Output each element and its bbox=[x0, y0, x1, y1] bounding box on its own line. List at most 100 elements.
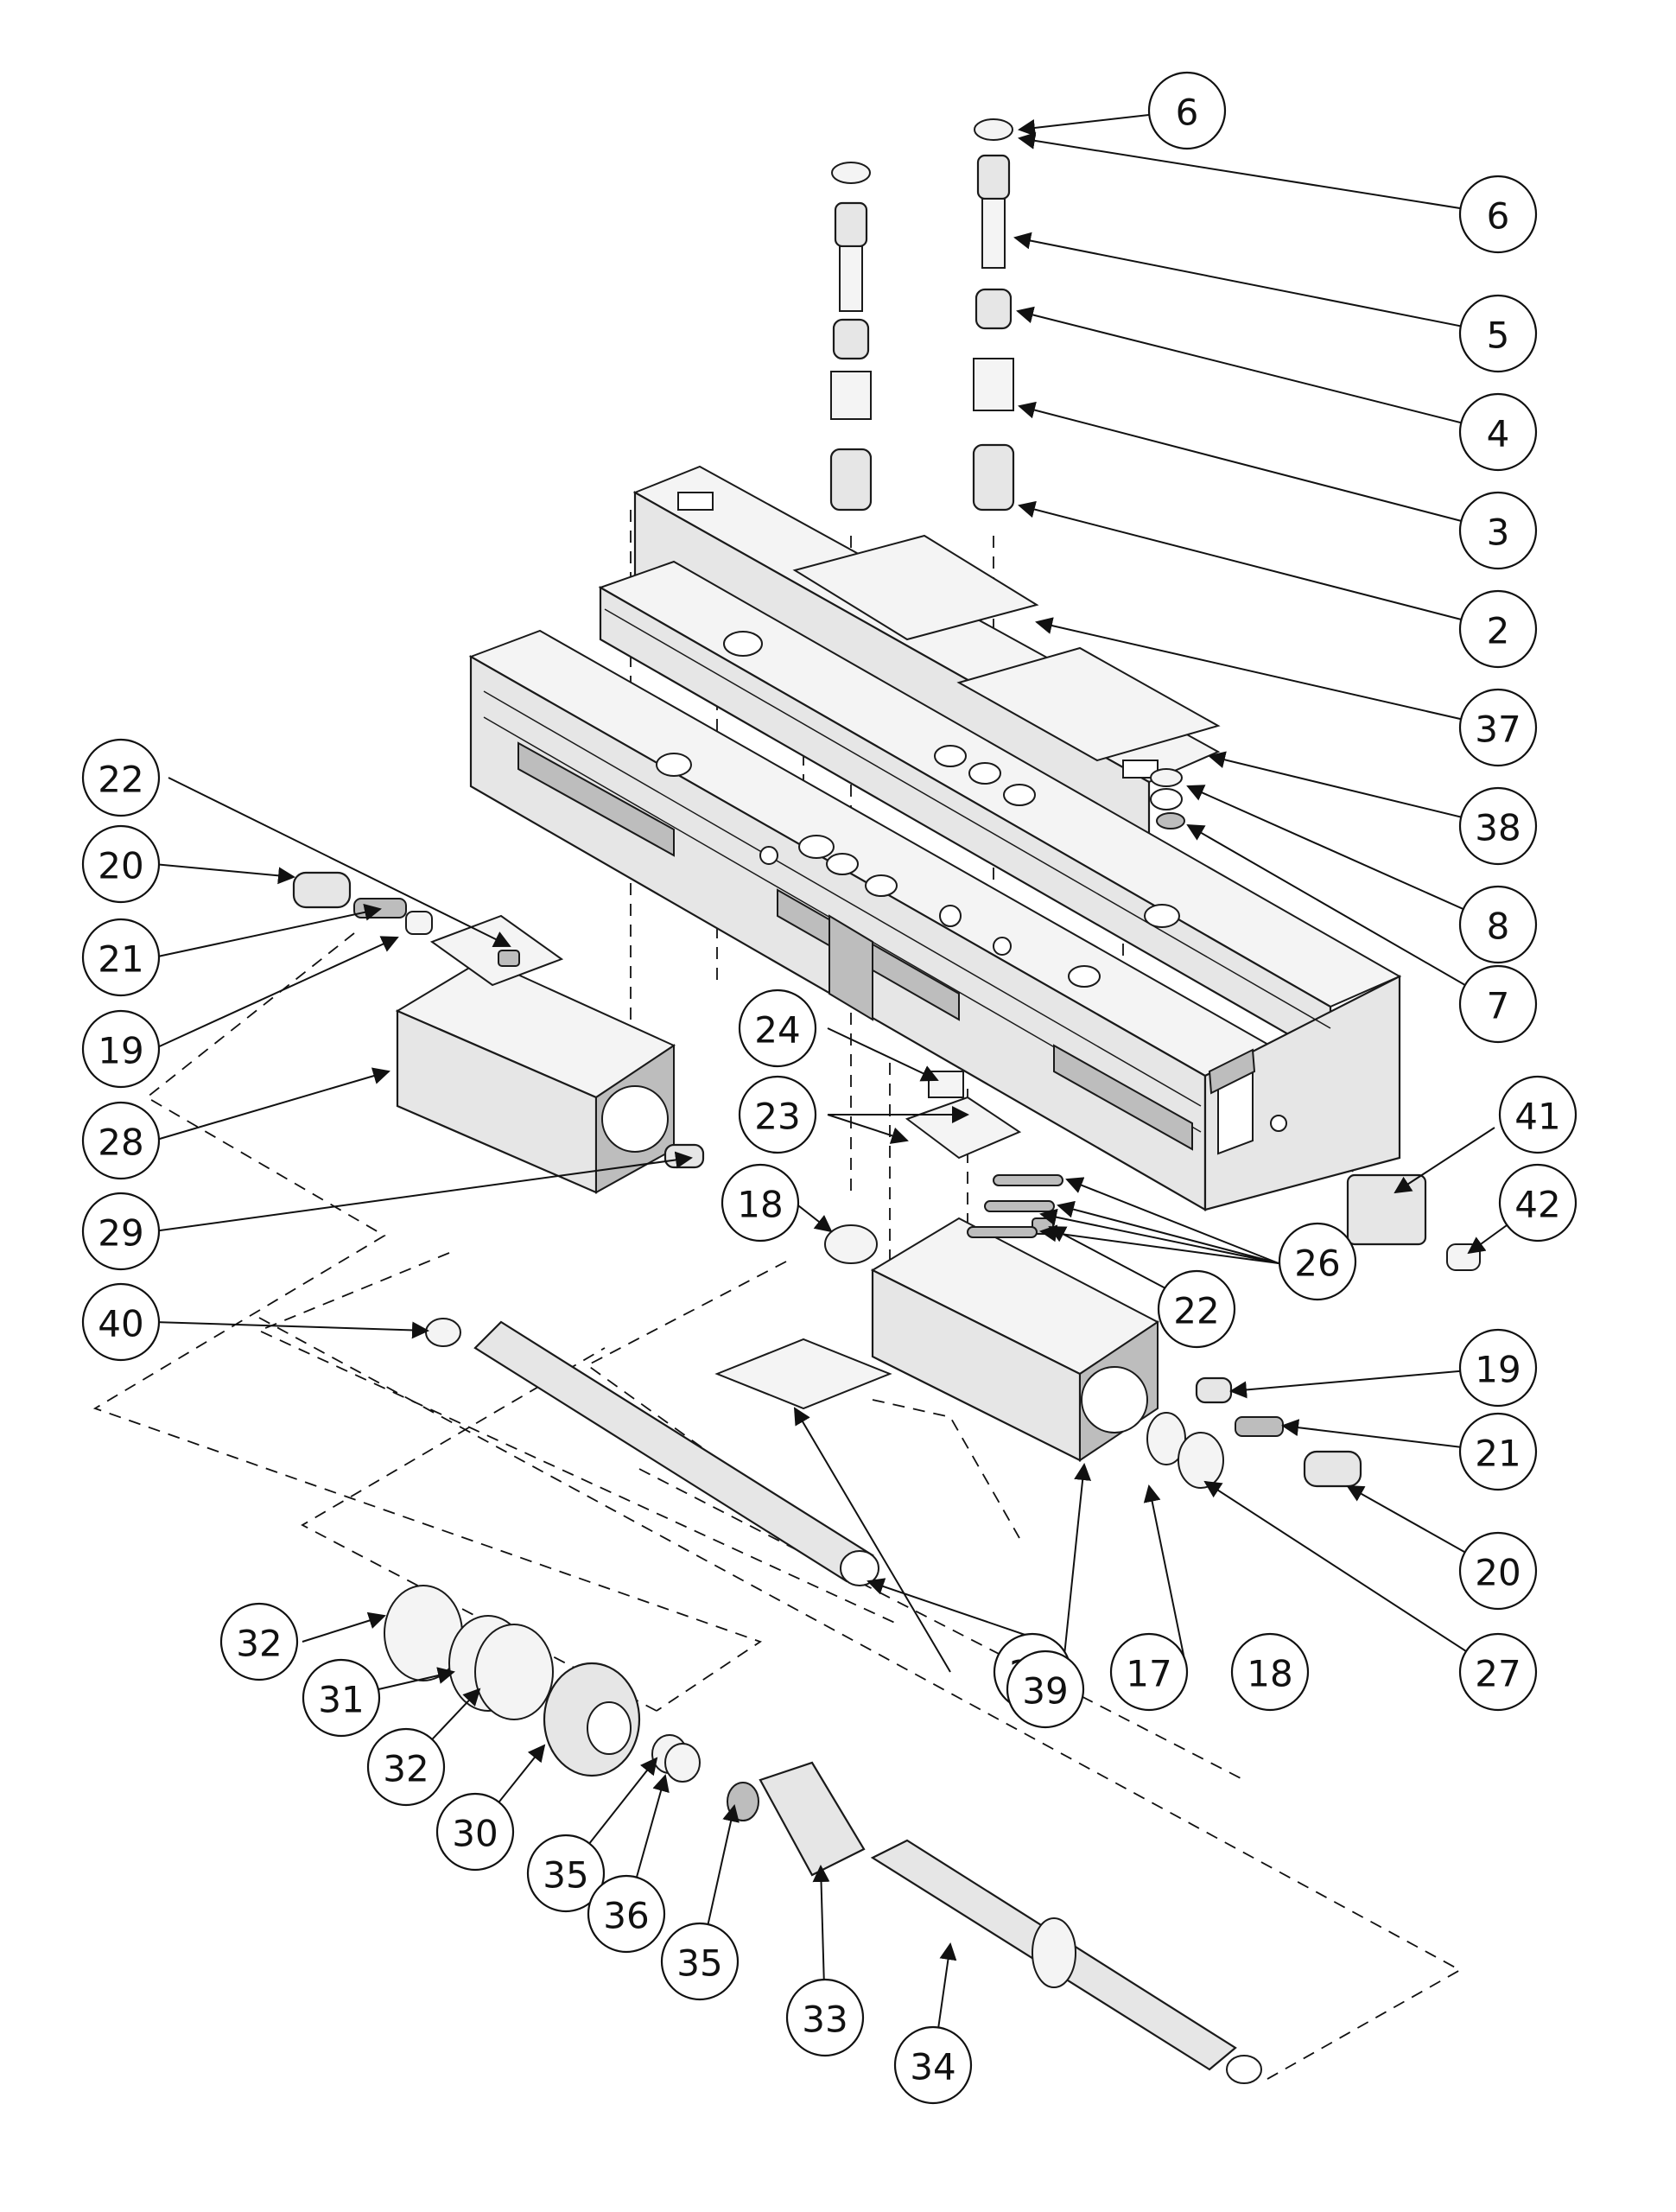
callout-bubble-6: 6 bbox=[1147, 71, 1227, 150]
callout-circle bbox=[366, 1727, 446, 1807]
callout-number: 21 bbox=[98, 938, 143, 981]
callout-number: 19 bbox=[98, 1030, 143, 1072]
callout-bubble-35: 35 bbox=[660, 1922, 740, 2001]
callout-circle bbox=[721, 1163, 800, 1243]
callout-bubble-33: 33 bbox=[785, 1978, 865, 2057]
callout-bubble-37: 37 bbox=[1458, 688, 1538, 767]
callout-bubble-19: 19 bbox=[81, 1009, 161, 1089]
callout-number: 36 bbox=[603, 1895, 649, 1937]
callout-number: 41 bbox=[1514, 1096, 1560, 1138]
callout-circle bbox=[1230, 1632, 1310, 1712]
callout-bubble-39: 39 bbox=[1006, 1649, 1085, 1729]
callout-circle bbox=[81, 1101, 161, 1180]
callout-circle bbox=[1458, 1412, 1538, 1491]
callout-bubble-6: 6 bbox=[1458, 175, 1538, 254]
callout-circle bbox=[81, 918, 161, 997]
callout-bubble-22: 22 bbox=[1157, 1269, 1236, 1349]
callout-circle bbox=[1458, 885, 1538, 964]
callout-number: 32 bbox=[236, 1623, 282, 1665]
callout-number: 34 bbox=[910, 2046, 955, 2088]
callout-circle bbox=[219, 1602, 299, 1681]
callout-number: 39 bbox=[1022, 1670, 1068, 1713]
callout-circle bbox=[302, 1658, 381, 1738]
callout-bubble-27: 27 bbox=[1458, 1632, 1538, 1712]
callout-circle bbox=[893, 2025, 973, 2105]
callout-bubble-21: 21 bbox=[81, 918, 161, 997]
callout-bubble-7: 7 bbox=[1458, 964, 1538, 1044]
callout-bubble-30: 30 bbox=[435, 1792, 515, 1872]
callout-number: 22 bbox=[1173, 1290, 1219, 1332]
callout-bubble-26: 26 bbox=[1278, 1222, 1357, 1301]
callout-bubble-34: 34 bbox=[893, 2025, 973, 2105]
callout-bubble-31: 31 bbox=[302, 1658, 381, 1738]
callout-bubble-19: 19 bbox=[1458, 1328, 1538, 1408]
callout-bubble-24: 24 bbox=[738, 988, 817, 1068]
callout-bubble-41: 41 bbox=[1498, 1075, 1578, 1154]
callout-circle bbox=[1157, 1269, 1236, 1349]
callout-bubble-8: 8 bbox=[1458, 885, 1538, 964]
callout-circle bbox=[1458, 392, 1538, 472]
callout-circle bbox=[1458, 294, 1538, 373]
callout-number: 6 bbox=[1487, 195, 1510, 238]
callout-circle bbox=[81, 1192, 161, 1271]
callout-circle bbox=[1458, 1328, 1538, 1408]
callout-bubble-5: 5 bbox=[1458, 294, 1538, 373]
callout-bubble-32: 32 bbox=[366, 1727, 446, 1807]
right-jaw-block bbox=[714, 1071, 1481, 1489]
callout-number: 31 bbox=[318, 1679, 364, 1721]
callout-circle bbox=[1458, 688, 1538, 767]
callout-bubble-23: 23 bbox=[738, 1075, 817, 1154]
right-fastener-stack bbox=[972, 118, 1185, 830]
callout-number: 18 bbox=[737, 1184, 783, 1226]
callout-circle bbox=[81, 1009, 161, 1089]
callout-circle bbox=[1147, 71, 1227, 150]
callout-bubble-21: 21 bbox=[1458, 1412, 1538, 1491]
callout-circle bbox=[660, 1922, 740, 2001]
callout-circle bbox=[1006, 1649, 1085, 1729]
callout-bubble-20: 20 bbox=[1458, 1531, 1538, 1611]
lower-screw-assembly bbox=[384, 1585, 1262, 2084]
callout-circle bbox=[1109, 1632, 1189, 1712]
callout-number: 42 bbox=[1514, 1184, 1560, 1226]
callout-circle bbox=[1498, 1163, 1578, 1243]
callout-number: 30 bbox=[452, 1813, 498, 1855]
callout-number: 7 bbox=[1487, 985, 1510, 1027]
callout-circle bbox=[1458, 491, 1538, 570]
callout-number: 2 bbox=[1487, 610, 1510, 652]
callout-number: 19 bbox=[1475, 1349, 1520, 1391]
callout-number: 20 bbox=[1475, 1552, 1520, 1594]
callout-number: 40 bbox=[98, 1303, 143, 1345]
callout-bubble-20: 20 bbox=[81, 824, 161, 904]
callout-bubble-42: 42 bbox=[1498, 1163, 1578, 1243]
assembly-dashed-lines bbox=[92, 510, 1462, 2083]
callout-circle bbox=[1458, 964, 1538, 1044]
callout-number: 37 bbox=[1475, 709, 1520, 751]
callout-number: 29 bbox=[98, 1212, 143, 1255]
callout-circle bbox=[1278, 1222, 1357, 1301]
callout-number: 38 bbox=[1475, 807, 1520, 849]
callout-number: 18 bbox=[1247, 1653, 1292, 1695]
callout-bubble-4: 4 bbox=[1458, 392, 1538, 472]
callout-number: 26 bbox=[1294, 1243, 1340, 1285]
main-rail-body bbox=[468, 465, 1402, 1211]
callout-circle bbox=[1498, 1075, 1578, 1154]
callout-bubble-32: 32 bbox=[219, 1602, 299, 1681]
callout-number: 5 bbox=[1487, 315, 1510, 357]
callout-circle bbox=[1458, 786, 1538, 866]
callout-circle bbox=[526, 1834, 606, 1913]
callout-bubble-36: 36 bbox=[587, 1874, 666, 1954]
callout-number: 24 bbox=[754, 1009, 800, 1052]
callout-bubbles: 6654323738872220211928294024231841422622… bbox=[81, 71, 1578, 2105]
callout-number: 4 bbox=[1487, 413, 1510, 455]
callout-circle bbox=[738, 1075, 817, 1154]
callout-number: 20 bbox=[98, 845, 143, 887]
callout-bubble-40: 40 bbox=[81, 1282, 161, 1362]
callout-number: 3 bbox=[1487, 512, 1510, 554]
callout-bubble-35: 35 bbox=[526, 1834, 606, 1913]
callout-circle bbox=[1458, 1531, 1538, 1611]
callout-bubble-29: 29 bbox=[81, 1192, 161, 1271]
callout-number: 21 bbox=[1475, 1433, 1520, 1475]
callout-number: 35 bbox=[543, 1854, 588, 1897]
callout-circle bbox=[435, 1792, 515, 1872]
